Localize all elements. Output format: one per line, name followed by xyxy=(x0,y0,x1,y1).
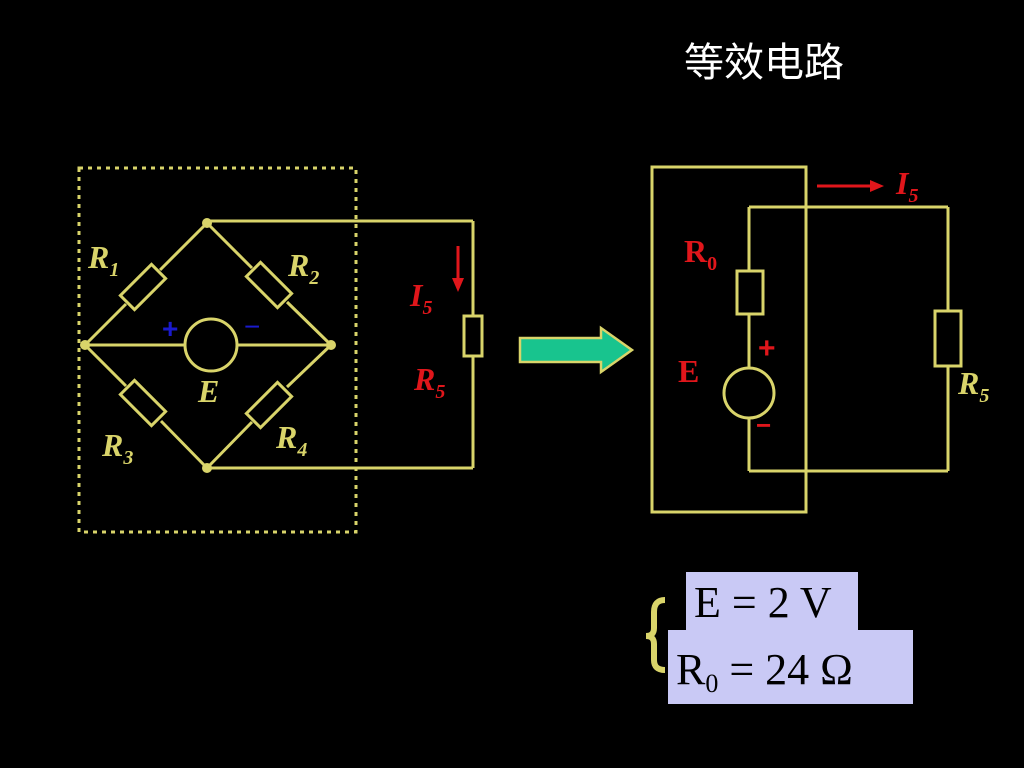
formula-e: E = 2 V xyxy=(694,578,832,627)
label-r5-equivalent: R5 xyxy=(957,365,989,407)
plus-sign-equivalent: + xyxy=(758,332,776,365)
formula-box-e xyxy=(686,572,858,630)
voltage-source-e xyxy=(183,317,239,373)
label-r3: R3 xyxy=(101,427,133,469)
formula-r0: R0 = 24 Ω xyxy=(676,645,853,698)
brace-icon xyxy=(645,597,666,673)
resistor-r5 xyxy=(462,314,484,358)
minus-sign: − xyxy=(244,311,260,342)
minus-sign-equivalent: − xyxy=(756,410,771,440)
network-boundary-box xyxy=(77,166,358,534)
label-r5: R5 xyxy=(413,361,445,403)
node-bottom xyxy=(202,463,212,473)
label-e-equivalent: E xyxy=(678,353,699,389)
current-arrow-down-icon xyxy=(452,246,464,292)
label-r2: R2 xyxy=(287,247,319,289)
current-arrow-right-icon xyxy=(817,180,884,192)
bridge-circuit: R1 R2 R3 R4 E + − I5 R5 xyxy=(77,166,484,534)
equivalent-source-box xyxy=(650,165,808,514)
label-r1: R1 xyxy=(87,239,119,281)
voltage-source-e-equivalent xyxy=(722,366,776,420)
plus-sign: + xyxy=(162,313,178,344)
transform-arrow-icon xyxy=(518,325,635,375)
resistor-r5-load xyxy=(933,309,963,368)
label-i5: I5 xyxy=(409,277,432,319)
node-right xyxy=(326,340,336,350)
resistor-r1 xyxy=(118,262,168,312)
node-top xyxy=(202,218,212,228)
formula-box-r0 xyxy=(668,630,913,704)
label-r0: R0 xyxy=(684,233,717,275)
resistor-r0 xyxy=(735,269,765,316)
equivalent-circuit: R0 E + − I5 R5 xyxy=(650,165,989,514)
result-formula: E = 2 V R0 = 24 Ω xyxy=(645,572,913,704)
resistor-r3 xyxy=(118,378,168,428)
label-i5-equivalent: I5 xyxy=(895,165,918,207)
label-r4: R4 xyxy=(275,419,307,461)
equivalent-wires xyxy=(747,205,950,473)
bridge-wires xyxy=(83,219,475,470)
resistor-r4 xyxy=(244,380,294,430)
resistor-r2 xyxy=(244,260,294,310)
page-title: 等效电路 xyxy=(684,40,844,86)
label-e: E xyxy=(197,373,219,409)
node-left xyxy=(80,340,90,350)
